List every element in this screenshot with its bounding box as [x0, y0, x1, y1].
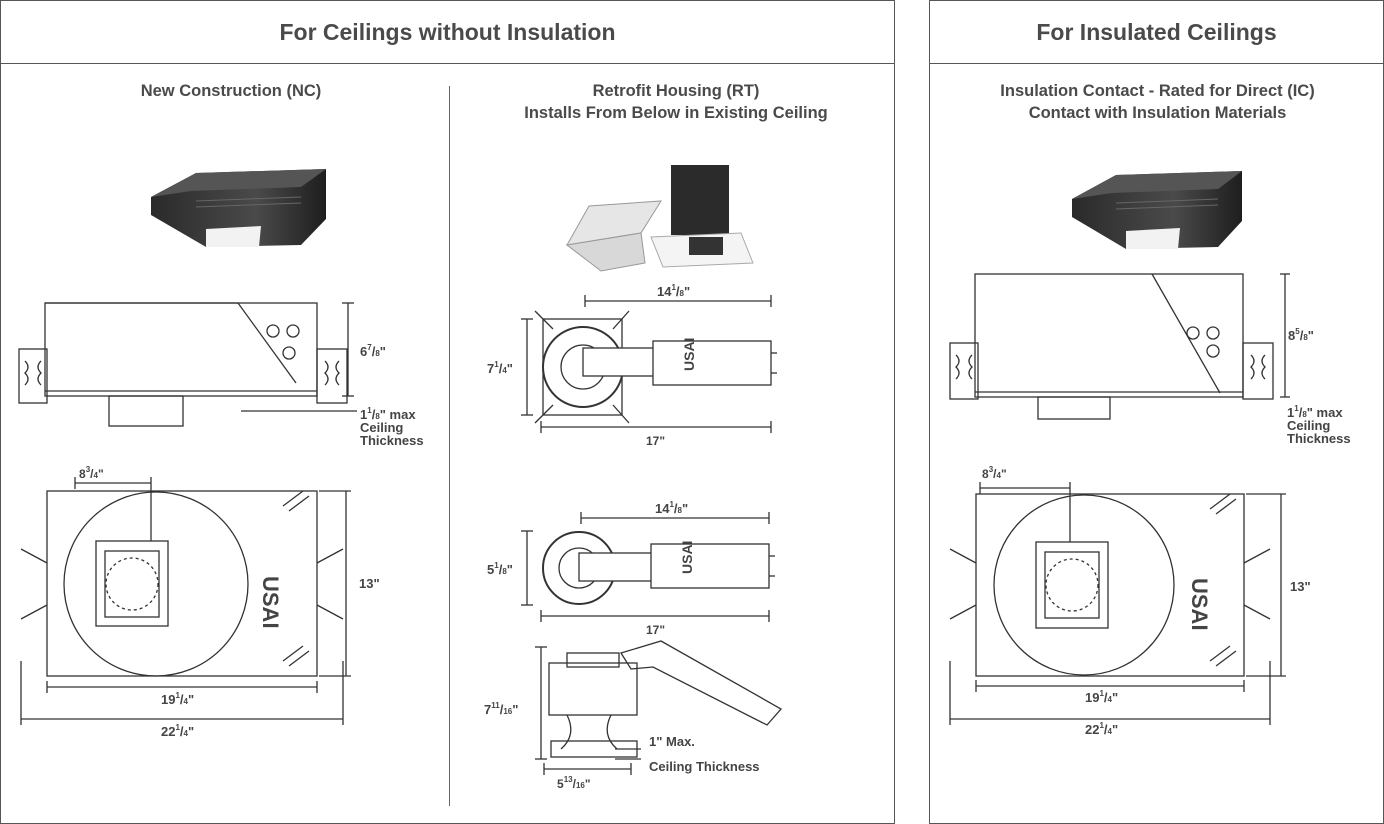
nc-top-width-outer-label: 221/4" [161, 723, 194, 739]
rt-side-width-label: 513/16" [557, 775, 591, 791]
ic-top-depth-label: 13" [1290, 579, 1311, 594]
rt-square-brand: USAI [681, 338, 697, 371]
nc-brand: USAI [258, 576, 283, 629]
rt-title-line1: Retrofit Housing (RT) [592, 82, 760, 100]
nc-top-width-inner-label: 191/4" [161, 691, 194, 707]
ic-photo [1072, 171, 1242, 249]
nc-top-depth-label: 13" [359, 576, 380, 591]
rt-ceiling-note-line2: Ceiling Thickness [649, 759, 760, 774]
rt-square-length-label: 141/8" [657, 283, 690, 299]
rt-side-view [535, 640, 783, 775]
column-divider [449, 86, 450, 806]
ic-top-width-inner-label: 191/4" [1085, 689, 1118, 705]
nc-top-offset-label: 83/4" [79, 465, 104, 481]
rt-photo [565, 165, 754, 272]
panel-insulated: For Insulated Ceilings Insulation Contac… [929, 0, 1384, 824]
rt-round-total-label: 17" [646, 623, 665, 637]
rt-square-total-label: 17" [646, 434, 665, 448]
panel-title-insulated: For Insulated Ceilings [930, 1, 1383, 64]
ic-top-offset-label: 83/4" [982, 465, 1007, 481]
rt-round-view [521, 512, 775, 622]
rt-round-brand: USAI [679, 541, 695, 574]
nc-side-view [18, 302, 357, 427]
ic-side-height-label: 85/8" [1288, 327, 1314, 343]
rt-side-height-label: 711/16" [484, 701, 518, 717]
ic-title-line1: Insulation Contact - Rated for Direct (I… [1000, 82, 1315, 100]
ic-title-line2: Contact with Insulation Materials [1028, 104, 1287, 122]
ic-side-view [949, 273, 1290, 420]
nc-title: New Construction (NC) [140, 82, 322, 100]
nc-side-height-label: 67/8" [360, 343, 386, 359]
rt-round-length-label: 141/8" [655, 500, 688, 516]
rt-round-height-label: 51/8" [487, 561, 513, 577]
ic-top-width-outer-label: 221/4" [1085, 721, 1118, 737]
rt-square-height-label: 71/4" [487, 360, 513, 376]
panel-no-insulation: For Ceilings without Insulation New Cons… [0, 0, 895, 824]
nc-top-view [20, 477, 351, 725]
rt-ceiling-note-line1: 1" Max. [649, 734, 695, 749]
ic-top-view [949, 482, 1286, 725]
nc-photo [151, 169, 326, 247]
ic-brand: USAI [1187, 578, 1212, 631]
panel-title-no-insulation: For Ceilings without Insulation [1, 1, 894, 64]
rt-square-view [521, 295, 777, 433]
rt-title-line2: Installs From Below in Existing Ceiling [524, 104, 828, 122]
